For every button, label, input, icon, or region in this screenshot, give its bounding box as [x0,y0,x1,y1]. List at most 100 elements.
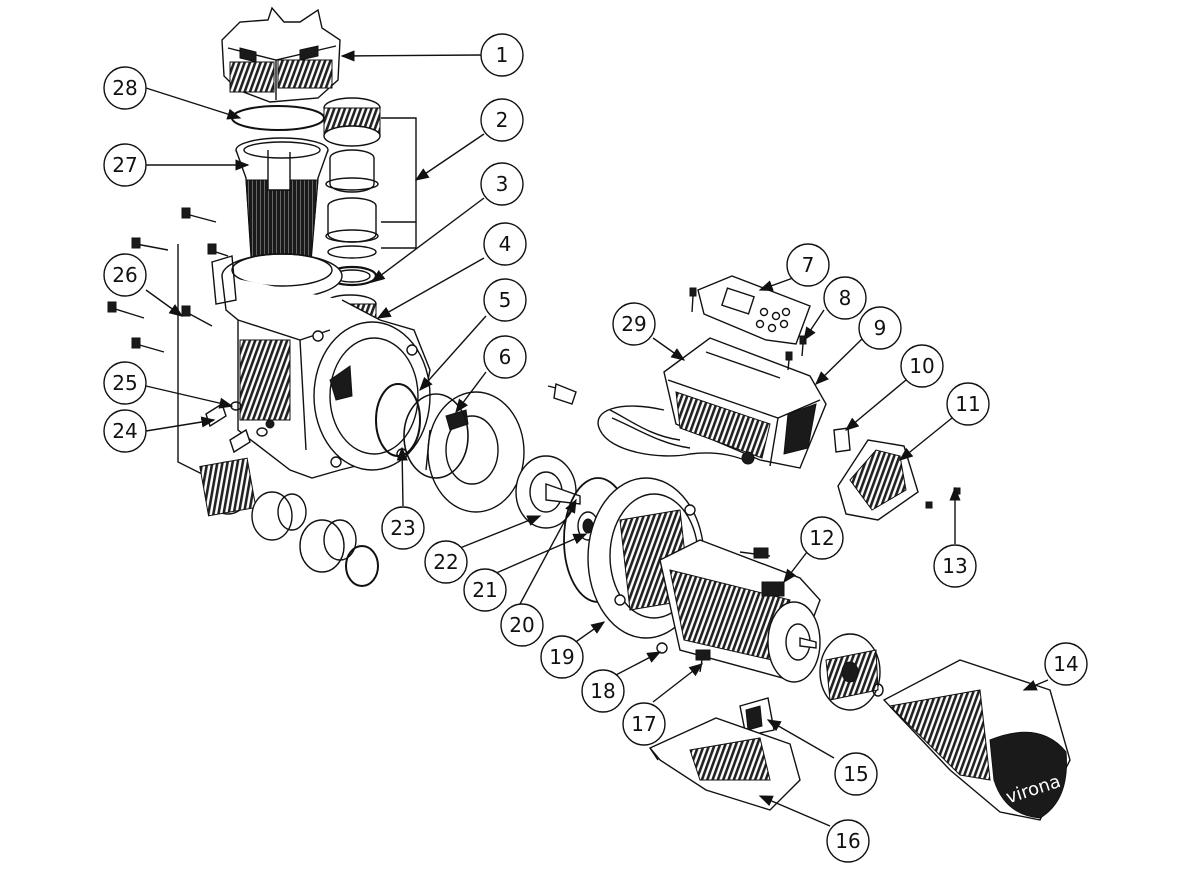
callout-number: 15 [843,762,868,786]
callout-number: 2 [496,108,509,132]
callout-number: 14 [1053,652,1078,676]
part-washer [656,642,668,654]
callout-circle [103,361,147,405]
callout-circle [946,382,990,426]
callout-circle [480,98,524,142]
callout-circle [858,306,902,350]
callout-number: 28 [112,76,137,100]
part-inlet-union-set [199,457,379,587]
callout-circle [424,540,468,584]
part-small-gasket [833,427,851,453]
callout-number: 6 [499,345,512,369]
callout-8: 8 [823,276,867,320]
callout-circle [800,516,844,560]
callout-circle [612,302,656,346]
callout-number: 8 [839,286,852,310]
callout-number: 24 [112,419,137,443]
callout-24: 24 [103,409,147,453]
callout-number: 18 [590,679,615,703]
callout-3: 3 [480,162,524,206]
callout-number: 11 [955,392,980,416]
callout-number: 27 [112,153,137,177]
callout-10: 10 [900,344,944,388]
callout-number: 26 [112,263,137,287]
callout-circle [540,635,584,679]
callout-15: 15 [834,752,878,796]
callout-number: 1 [496,43,509,67]
callout-number: 22 [433,550,458,574]
callout-number: 21 [472,578,497,602]
callout-number: 29 [621,312,646,336]
part-fan [819,633,884,711]
callout-circle [823,276,867,320]
callout-number: 9 [874,316,887,340]
callout-18: 18 [581,669,625,713]
callout-7: 7 [786,243,830,287]
callout-circle [480,33,524,77]
callout-circle [463,568,507,612]
part-motor-screw [695,649,711,673]
callout-27: 27 [103,143,147,187]
callout-circle [900,344,944,388]
callout-bubbles: 1234567891011121314151617181920212223242… [103,33,1088,863]
part-keypad-overlay [697,275,811,345]
callout-28: 28 [103,66,147,110]
callout-circle [103,409,147,453]
callout-number: 25 [112,371,137,395]
callout-number: 20 [509,613,534,637]
callout-number: 3 [496,172,509,196]
callout-circle [483,278,527,322]
parts-layer: virona [107,6,1071,821]
callout-number: 16 [835,829,860,853]
callout-circle [103,143,147,187]
callout-5: 5 [483,278,527,322]
part-lid [221,6,341,103]
callout-number: 17 [631,712,656,736]
callout-circle [933,544,977,588]
part-motor [659,539,821,683]
callout-circle [480,162,524,206]
callout-circle [834,752,878,796]
callout-20: 20 [500,603,544,647]
callout-17: 17 [622,702,666,746]
callout-circle [622,702,666,746]
callout-6: 6 [483,335,527,379]
callout-21: 21 [463,568,507,612]
callout-9: 9 [858,306,902,350]
callout-circle [103,66,147,110]
part-union-set [323,97,381,259]
callout-4: 4 [483,222,527,266]
part-pump-housing [211,253,431,479]
leader-lines [145,50,1049,827]
callout-26: 26 [103,253,147,297]
callout-number: 19 [549,645,574,669]
callout-circle [483,222,527,266]
callout-circle [500,603,544,647]
callout-23: 23 [381,506,425,550]
part-strainer-basket [235,137,329,273]
callout-16: 16 [826,819,870,863]
callout-14: 14 [1044,642,1088,686]
callout-number: 4 [499,232,512,256]
callout-circle [483,335,527,379]
callout-1: 1 [480,33,524,77]
callout-25: 25 [103,361,147,405]
callout-number: 13 [942,554,967,578]
part-overlay-screws [689,287,807,371]
callout-11: 11 [946,382,990,426]
callout-12: 12 [800,516,844,560]
part-fan-cover: virona [882,659,1071,821]
part-controller [547,337,827,469]
part-diffuser [425,391,525,513]
part-diffuser-oring [403,393,469,479]
callout-circle [103,253,147,297]
callout-29: 29 [612,302,656,346]
callout-number: 12 [809,526,834,550]
part-lid-oring [231,105,325,131]
callout-circle [381,506,425,550]
callout-number: 5 [499,288,512,312]
callout-circle [1044,642,1088,686]
part-impeller [515,455,581,529]
callout-22: 22 [424,540,468,584]
